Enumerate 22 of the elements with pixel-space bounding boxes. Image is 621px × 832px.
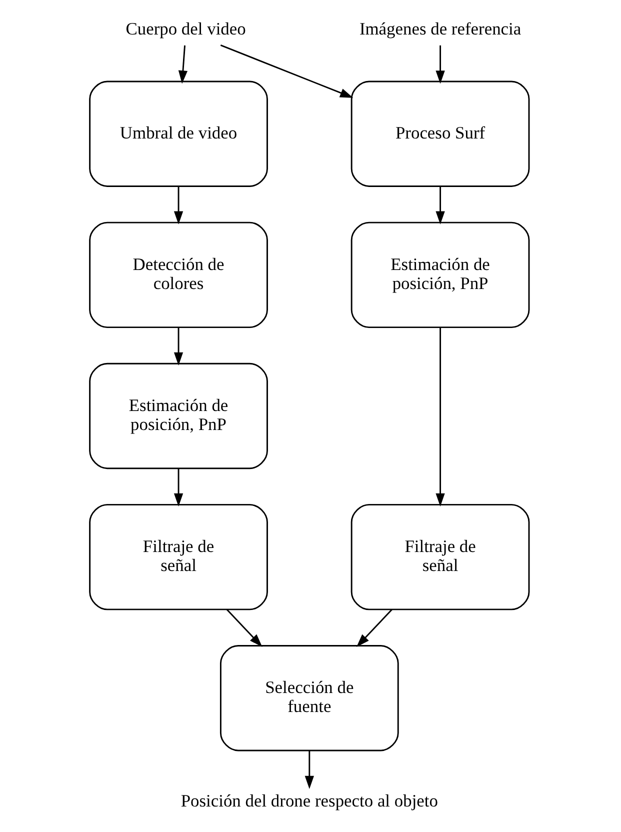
node-text: Posición del drone respecto al objeto [180, 790, 438, 811]
node-box: Estimación de posición, PnP [89, 362, 268, 470]
arrow [226, 609, 262, 647]
arrow [174, 468, 184, 506]
node-box: Filtraje de señal [89, 504, 268, 610]
arrow [174, 327, 184, 366]
node-text: Imágenes de referencia [359, 18, 522, 38]
node-box: Filtraje de señal [350, 504, 530, 610]
node-box: Selección de fuente [220, 645, 399, 752]
node-box: Estimación de posición, PnP [350, 222, 530, 328]
node-box: Detección de colores [89, 222, 268, 328]
arrow [220, 44, 354, 98]
arrow [174, 186, 184, 224]
node-box: Proceso Surf [350, 80, 530, 187]
arrow [304, 750, 314, 789]
arrow [436, 186, 445, 224]
node-box: Umbral de video [89, 80, 268, 187]
arrow [436, 328, 445, 506]
arrow [356, 609, 392, 647]
node-text: Cuerpo del video [126, 18, 246, 38]
arrow [178, 45, 188, 84]
arrow [436, 45, 445, 84]
